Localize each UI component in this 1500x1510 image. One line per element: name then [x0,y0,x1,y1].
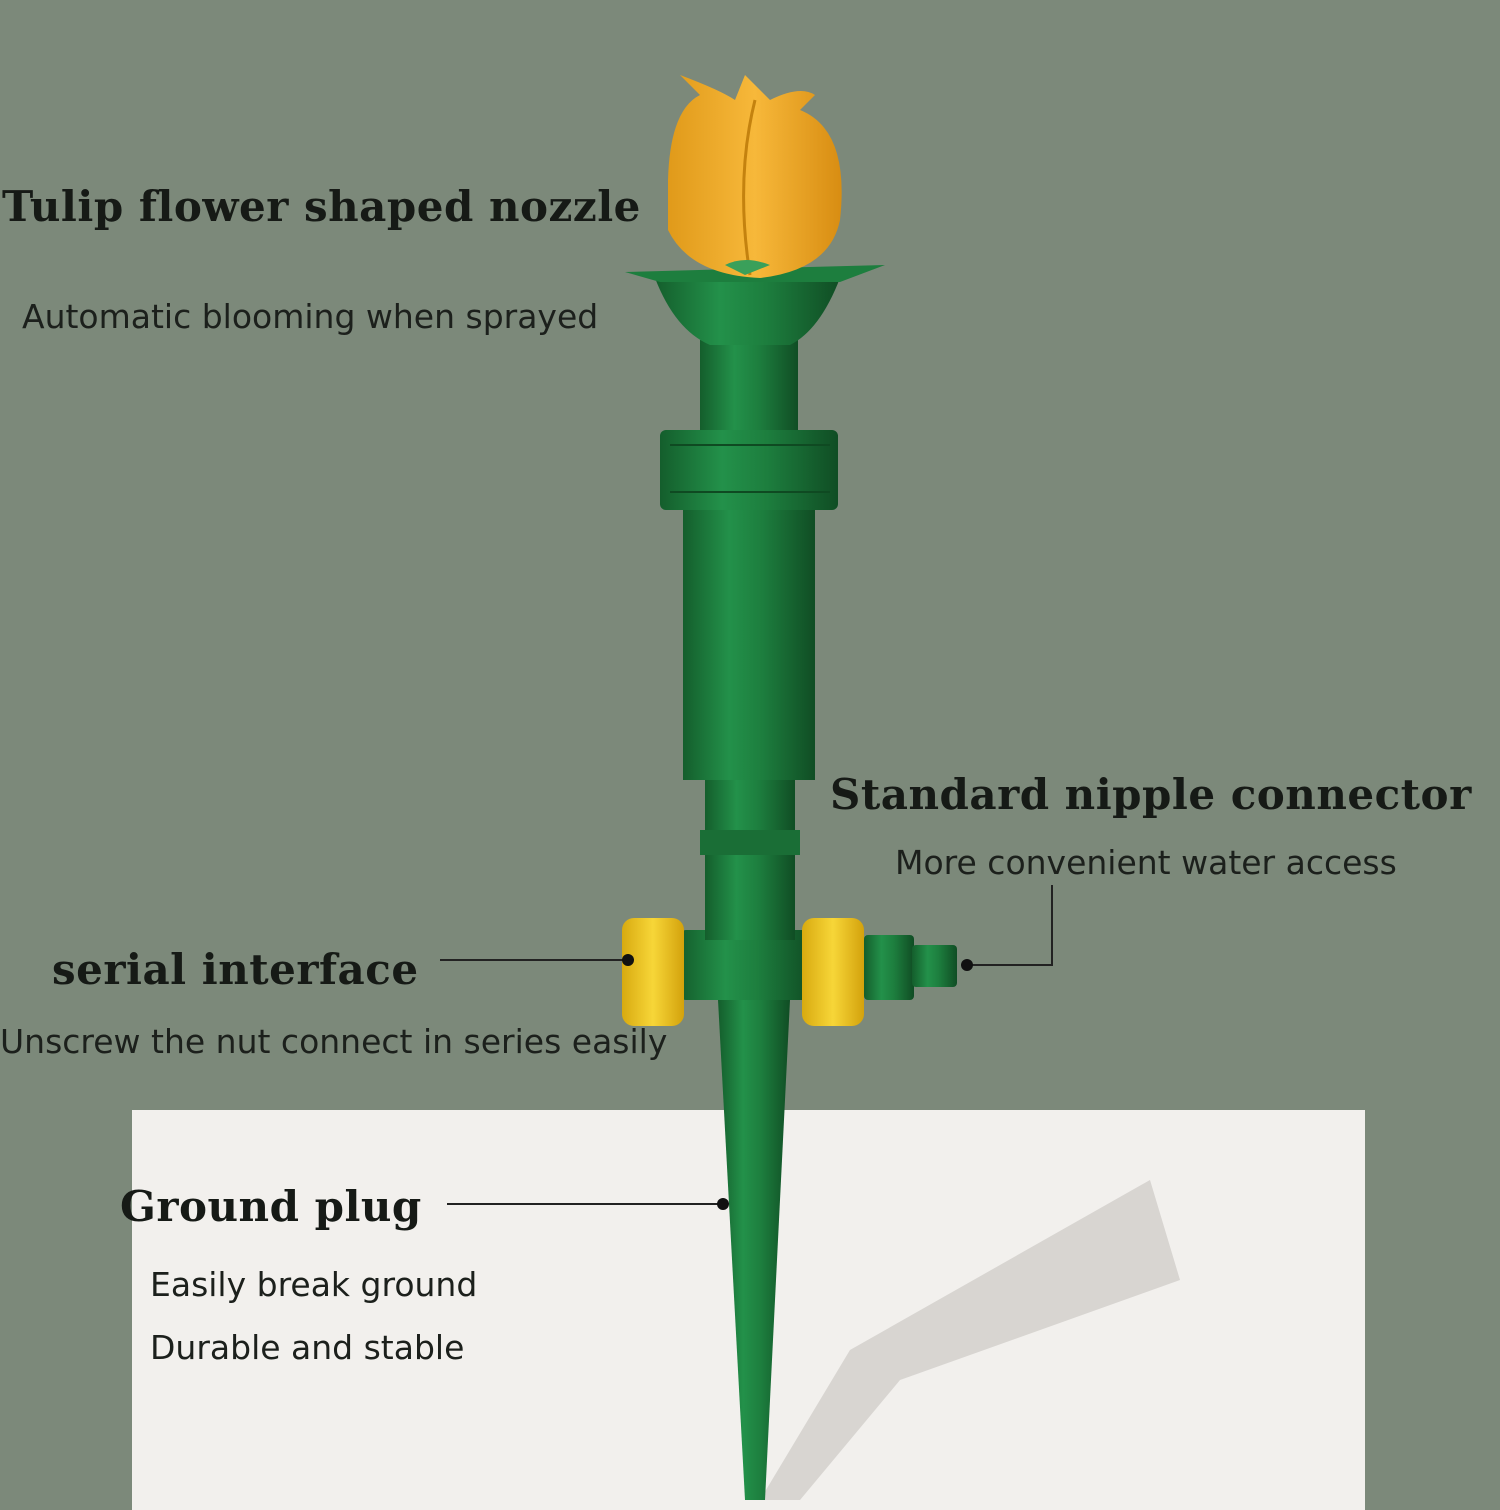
stem-ring [700,830,800,855]
leader-dots [622,954,973,1210]
shadow [760,1180,1180,1500]
serial-nut-right [802,918,864,1026]
nozzle-title: Tulip flower shaped nozzle [2,182,641,231]
tee-body [680,930,810,1000]
ground-description-1: Easily break ground [150,1265,478,1304]
connector-description: More convenient water access [895,843,1397,882]
leaf-accent [725,260,770,275]
serial-title: serial interface [52,945,419,994]
ground-description-2: Durable and stable [150,1328,465,1367]
connector-leader-dot [961,959,973,971]
nipple-connector [864,935,914,1000]
serial-nut-left [622,918,684,1026]
collar-grooves [670,444,830,493]
connector-leader-line [967,885,1053,966]
tulip-nozzle [668,75,842,278]
serial-leader-dot [622,954,634,966]
upper-stem [700,340,798,430]
main-tube [683,510,815,780]
serial-description: Unscrew the nut connect in series easily [0,1022,668,1061]
leader-lines [440,885,1053,1205]
ground-spike [718,1000,790,1500]
connector-title: Standard nipple connector [830,770,1472,819]
nozzle-description: Automatic blooming when sprayed [22,297,599,336]
lower-stem [705,780,795,940]
threaded-collar [660,430,838,510]
petal-line [742,99,757,276]
ground-leader-dot [717,1198,729,1210]
flower-cup [655,278,840,345]
nipple-tip [912,945,957,987]
ground-title: Ground plug [120,1182,422,1231]
